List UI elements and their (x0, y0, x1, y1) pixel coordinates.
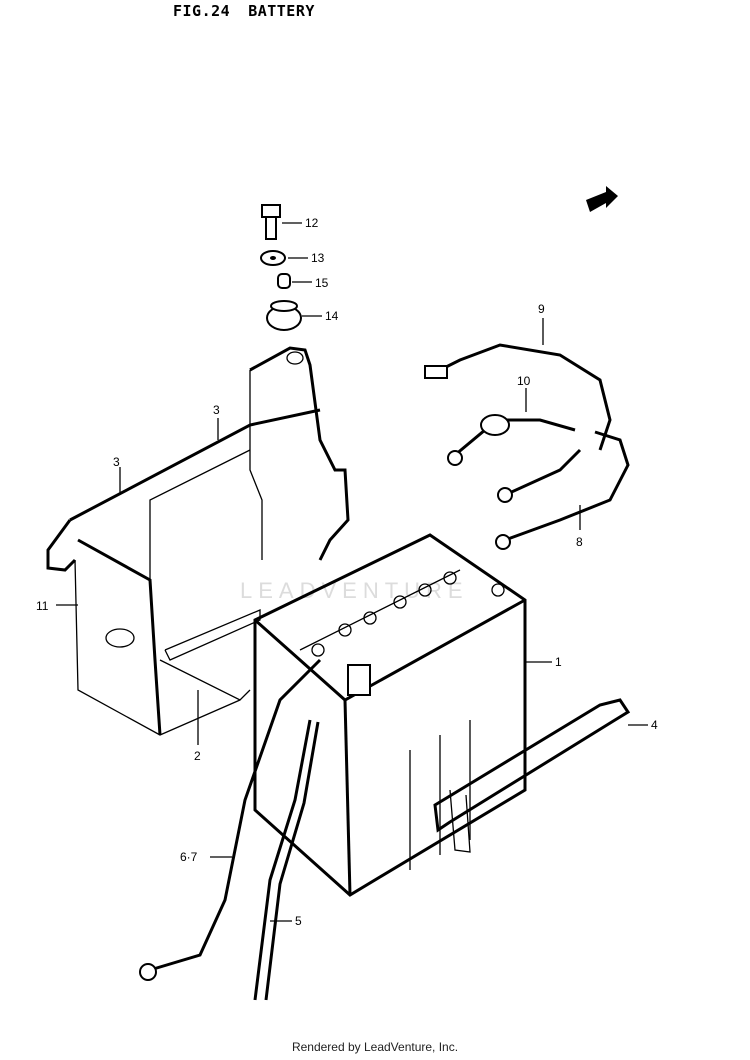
callout-14: 14 (325, 309, 339, 323)
callout-3b: 3 (113, 455, 120, 469)
battery-case-part[interactable] (46, 346, 350, 736)
battery-part[interactable] (253, 533, 527, 897)
battery-cable-part[interactable] (447, 414, 582, 503)
callout-9: 9 (538, 302, 545, 316)
callout-leaders (56, 222, 648, 922)
callout-3a: 3 (213, 403, 220, 417)
battery-cable-part[interactable] (139, 658, 322, 981)
callout-1: 1 (555, 655, 562, 669)
callout-11: 11 (36, 599, 49, 613)
breather-tube-part[interactable] (253, 719, 320, 1001)
callout-labels: 12 13 15 14 9 10 3 3 8 11 1 2 4 6·7 5 (36, 216, 658, 928)
figure-name: BATTERY (248, 2, 315, 20)
callout-5: 5 (295, 914, 302, 928)
battery-cable-part[interactable] (495, 430, 630, 550)
front-arrow-icon (586, 186, 618, 212)
callout-4: 4 (651, 718, 658, 732)
bolt-part[interactable] (261, 204, 281, 240)
callout-6-7: 6·7 (180, 850, 198, 864)
callout-2: 2 (194, 749, 201, 763)
figure-title: FIG.24 BATTERY (173, 2, 333, 20)
battery-band-part[interactable] (433, 698, 631, 853)
callout-10: 10 (517, 374, 531, 388)
collar-part[interactable] (277, 273, 291, 289)
figure-number: FIG.24 (173, 2, 231, 20)
callout-12: 12 (305, 216, 319, 230)
callout-8: 8 (576, 535, 583, 549)
footer-credit: Rendered by LeadVenture, Inc. (291, 1040, 459, 1054)
watermark-text: LEADVENTURE (240, 578, 469, 603)
callout-13: 13 (311, 251, 325, 265)
battery-terminal (347, 664, 371, 696)
washer-part[interactable] (260, 250, 286, 266)
callout-15: 15 (315, 276, 329, 290)
wire-harness-part[interactable] (424, 343, 612, 451)
grommet-part[interactable] (266, 300, 302, 331)
